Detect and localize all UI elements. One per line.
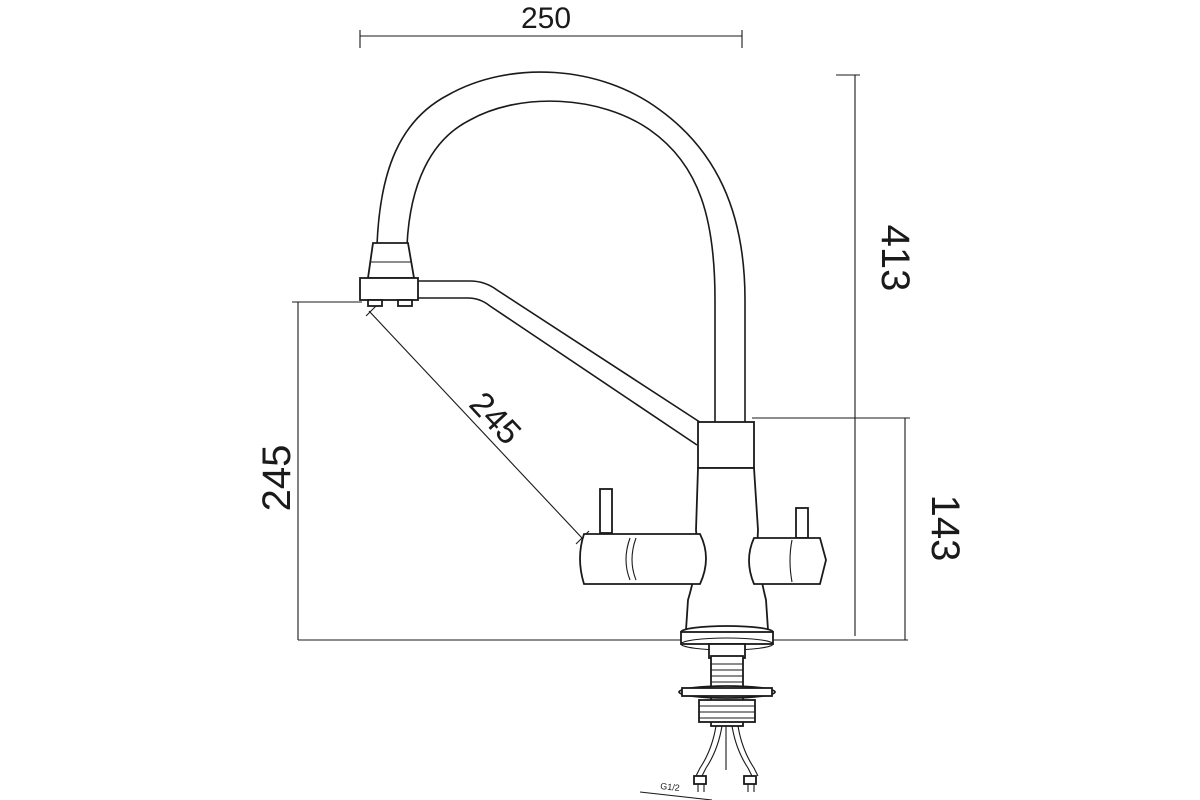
dimension-spout-reach: 250: [521, 2, 571, 35]
dimension-total-height: 413: [873, 225, 917, 292]
connection-thread-label: G1/2: [660, 781, 680, 793]
supply-hoses: [639, 725, 759, 800]
dimension-body-height: 143: [923, 495, 967, 562]
dimension-spout-height: 245: [255, 445, 299, 512]
faucet-body: [579, 421, 827, 659]
aerator: [359, 242, 419, 307]
mounting-stud: [678, 655, 776, 727]
spout: [376, 71, 746, 422]
filter-spout-arm: [418, 280, 713, 446]
dimension-handle-length: 245: [462, 385, 528, 452]
